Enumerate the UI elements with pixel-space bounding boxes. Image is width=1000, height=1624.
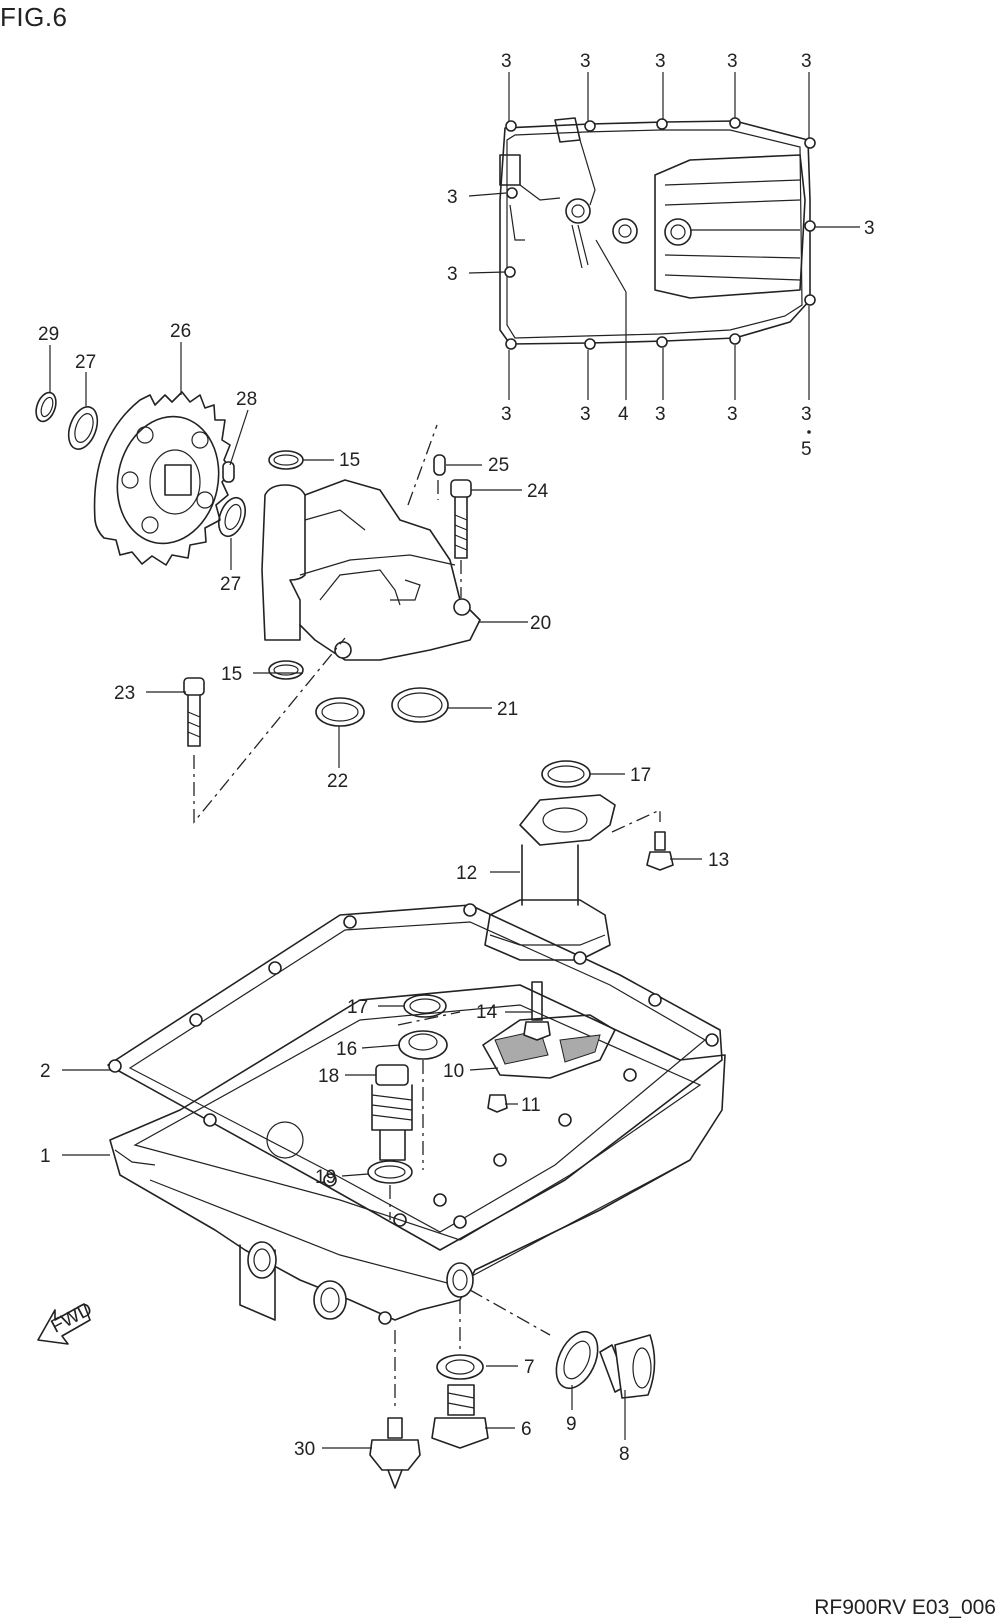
- callout-3-group: [468, 72, 860, 400]
- callout-15: 15: [339, 450, 360, 471]
- pin-25: [433, 454, 446, 476]
- pin-28: [222, 461, 235, 483]
- callout-14: 14: [476, 1002, 498, 1023]
- callout-3: 3: [864, 218, 875, 239]
- callout-21: 21: [497, 699, 518, 720]
- callout-17: 17: [630, 765, 651, 786]
- callout-13: 13: [708, 850, 729, 871]
- o-ring-15-upper: [268, 450, 304, 470]
- callout-27: 27: [220, 574, 241, 595]
- callout-26: 26: [170, 321, 191, 342]
- callout-15: 15: [221, 664, 242, 685]
- leader-lines: [49, 342, 702, 1449]
- washer-27-lower: [218, 496, 246, 538]
- callout-labels: 3 3 3 3 3 3 3 3 3 3 4 3 3 3 5 29 27 26 2…: [38, 51, 875, 1465]
- callout-29: 29: [38, 324, 59, 345]
- callout-3: 3: [727, 404, 738, 425]
- callout-4: 4: [618, 404, 629, 425]
- callout-5: 5: [801, 439, 812, 460]
- callout-18: 18: [318, 1066, 339, 1087]
- callout-2: 2: [40, 1061, 51, 1082]
- bolt-13: [646, 831, 674, 871]
- callout-7: 7: [524, 1357, 535, 1378]
- callout-16: 16: [336, 1039, 357, 1060]
- oil-pump-gear: [93, 391, 233, 566]
- callout-3: 3: [580, 51, 591, 72]
- callout-24: 24: [527, 481, 549, 502]
- washer-27-upper: [67, 406, 99, 450]
- oil-pump-body: [261, 479, 481, 661]
- sensor-30: [369, 1417, 421, 1489]
- fwd-arrow-icon: FWD: [37, 1299, 96, 1345]
- callout-17: 17: [347, 997, 368, 1018]
- callout-1: 1: [40, 1146, 51, 1167]
- callout-23: 23: [114, 683, 135, 704]
- o-ring-17-upper: [541, 760, 591, 788]
- plug-8: [599, 1334, 656, 1399]
- callout-22: 22: [327, 771, 348, 792]
- gasket-9: [555, 1330, 599, 1390]
- callout-3: 3: [727, 51, 738, 72]
- callout-28: 28: [236, 389, 257, 410]
- o-ring-22: [315, 697, 365, 727]
- figure-title: FIG.6: [0, 2, 68, 32]
- callout-9: 9: [566, 1414, 577, 1435]
- callout-3: 3: [447, 187, 458, 208]
- o-ring-15-lower: [268, 660, 304, 680]
- callout-3: 3: [580, 404, 591, 425]
- diagram-code: RF900RV E03_006: [814, 1596, 996, 1619]
- gasket-top-view: [499, 117, 816, 350]
- collar-16: [398, 1030, 448, 1060]
- bolt-14: [523, 981, 551, 1041]
- bolt-holes: [504, 117, 816, 350]
- callout-3: 3: [501, 404, 512, 425]
- callout-25: 25: [488, 455, 509, 476]
- callout-19: 19: [315, 1167, 336, 1188]
- callout-3: 3: [801, 404, 812, 425]
- oil-pan-gasket: [107, 903, 723, 1251]
- callout-30: 30: [294, 1439, 315, 1460]
- bolt-23: [183, 677, 205, 747]
- oil-strainer-pipe: [484, 794, 616, 961]
- callout-6: 6: [521, 1419, 532, 1440]
- relief-valve-18: [371, 1064, 413, 1161]
- o-ring-19: [367, 1160, 413, 1184]
- callout-3: 3: [447, 264, 458, 285]
- callout-3: 3: [801, 51, 812, 72]
- callout-27: 27: [75, 352, 96, 373]
- callout-10: 10: [443, 1061, 464, 1082]
- o-ring-21: [391, 687, 449, 723]
- callout-8: 8: [619, 1444, 630, 1465]
- callout-20: 20: [530, 613, 551, 634]
- oil-pan: [109, 984, 726, 1325]
- fwd-label: FWD: [48, 1299, 96, 1338]
- callout-3: 3: [501, 51, 512, 72]
- callout-12: 12: [456, 863, 477, 884]
- bolt-24: [450, 479, 472, 559]
- callout-11: 11: [521, 1095, 541, 1116]
- circlip-29: [35, 391, 57, 423]
- bolt-11: [487, 1094, 508, 1113]
- washer-7: [436, 1354, 484, 1380]
- plug-6: [431, 1384, 489, 1449]
- callout-3: 3: [655, 404, 666, 425]
- callout-3: 3: [655, 51, 666, 72]
